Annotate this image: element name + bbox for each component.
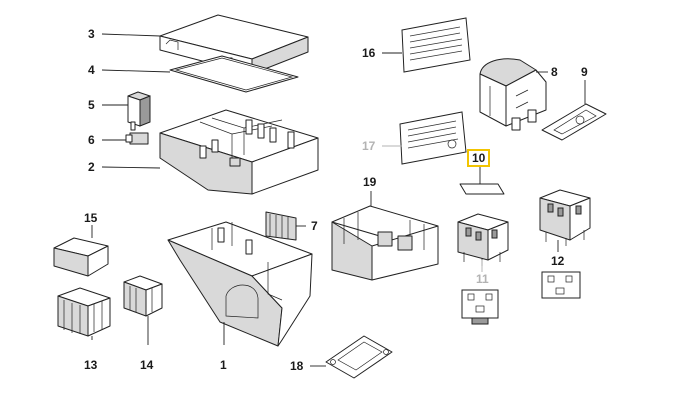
callout-18[interactable]: 18 (290, 359, 304, 373)
callout-14[interactable]: 14 (140, 358, 154, 372)
part-10-strip[interactable] (459, 183, 505, 195)
part-2-housing[interactable] (159, 109, 319, 195)
callout-7[interactable]: 7 (311, 219, 318, 233)
part-18-gasket[interactable] (325, 335, 393, 379)
callout-10-highlighted[interactable]: 10 (467, 149, 491, 167)
part-4-gasket[interactable] (169, 55, 299, 93)
part-19-holder[interactable] (331, 205, 439, 281)
callout-13[interactable]: 13 (84, 358, 98, 372)
part-13-connector[interactable] (57, 287, 111, 337)
part-11-relay[interactable] (457, 213, 509, 266)
part-14-socket[interactable] (123, 275, 163, 317)
part-5-relay[interactable] (127, 91, 151, 131)
callout-1[interactable]: 1 (220, 358, 227, 372)
part-1-lower-shell[interactable] (167, 221, 313, 347)
part-12-relay[interactable] (539, 189, 591, 246)
part-7-bracket[interactable] (265, 211, 297, 241)
part-8-relay-carrier[interactable] (479, 58, 547, 131)
callout-4[interactable]: 4 (88, 63, 95, 77)
callout-11[interactable]: 11 (476, 272, 489, 286)
callout-2[interactable]: 2 (88, 160, 95, 174)
callout-16[interactable]: 16 (362, 46, 376, 60)
callout-8[interactable]: 8 (551, 65, 558, 79)
part-6-fuse[interactable] (125, 132, 149, 145)
part-9-bracket[interactable] (541, 103, 607, 141)
leader-lines (91, 33, 586, 367)
part-17-label-card[interactable] (399, 111, 467, 165)
callout-17[interactable]: 17 (362, 139, 376, 153)
callout-9[interactable]: 9 (581, 65, 588, 79)
part-12-pin-diagram (541, 271, 581, 299)
callout-5[interactable]: 5 (88, 98, 95, 112)
callout-6[interactable]: 6 (88, 133, 95, 147)
part-16-label-card[interactable] (401, 17, 471, 73)
part-15-cap[interactable] (53, 237, 109, 277)
callout-15[interactable]: 15 (84, 211, 98, 225)
callout-19[interactable]: 19 (363, 175, 377, 189)
part-3-lid[interactable] (159, 14, 309, 75)
part-11-pin-diagram (461, 289, 499, 325)
callout-12[interactable]: 12 (551, 254, 565, 268)
callout-3[interactable]: 3 (88, 27, 95, 41)
